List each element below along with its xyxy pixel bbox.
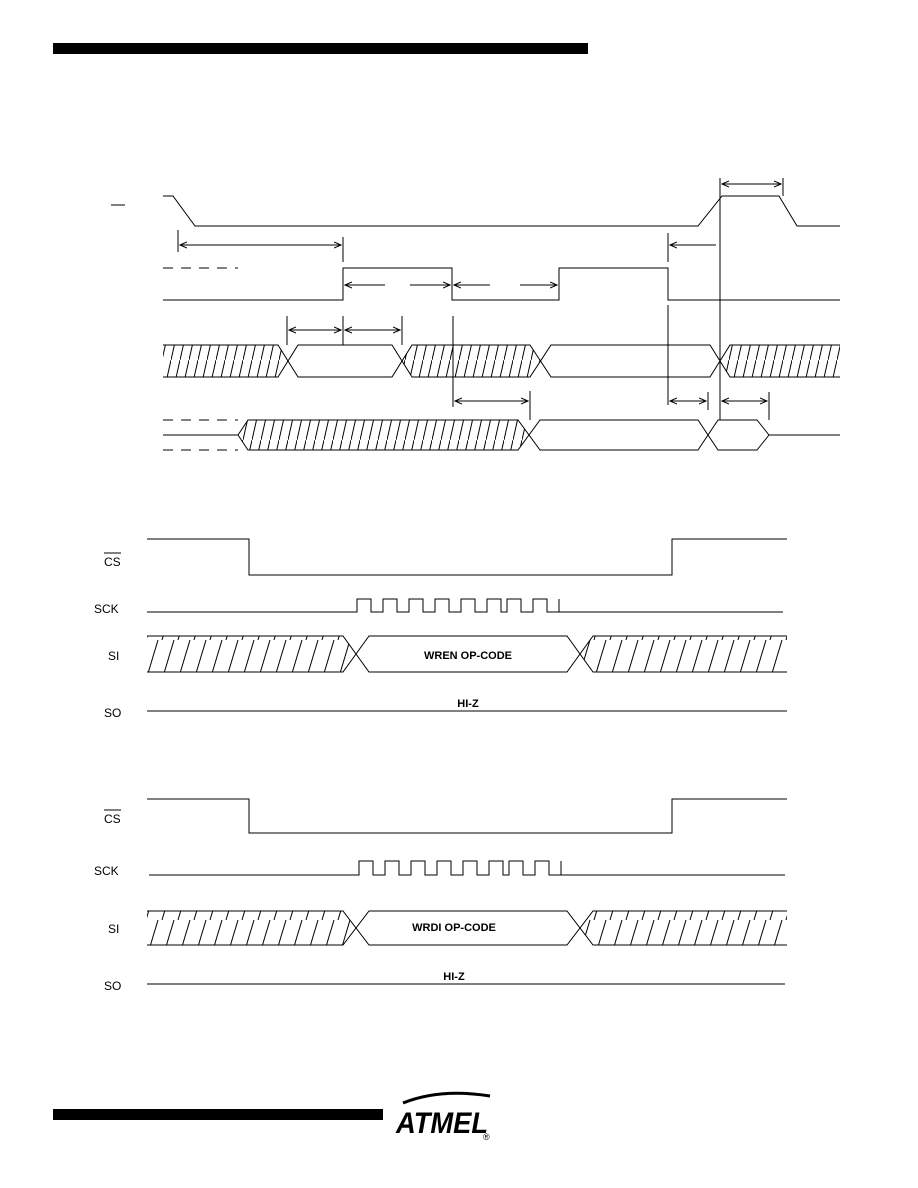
cs-waveform <box>147 798 787 834</box>
opcode-label: WREN OP-CODE <box>424 650 512 662</box>
cs-label: CS <box>104 555 121 569</box>
timing-diagram-generic <box>111 178 840 451</box>
atmel-logo: ATMEL ® <box>395 1091 491 1142</box>
si-label: SI <box>108 649 119 663</box>
so-label: SO <box>104 979 121 993</box>
sck-waveform <box>163 267 840 301</box>
cs-label: CS <box>104 812 121 826</box>
timing-diagram-wren: CS SCK SI SO WREN OP-CODE HI-Z <box>94 538 787 720</box>
sck-waveform <box>149 860 785 876</box>
sck-label: SCK <box>94 602 119 616</box>
sck-label: SCK <box>94 864 119 878</box>
si-bus <box>147 910 787 946</box>
cs-waveform <box>163 195 840 227</box>
logo-text: ATMEL <box>395 1107 488 1140</box>
footer-bar <box>53 1109 383 1120</box>
so-label: SO <box>104 706 121 720</box>
timing-diagram-wrdi: CS SCK SI SO WRDI OP-CODE HI-Z <box>94 798 787 993</box>
opcode-label: WRDI OP-CODE <box>412 922 496 934</box>
cs-waveform <box>147 538 787 576</box>
logo-registered-mark: ® <box>483 1132 490 1142</box>
header-bar <box>53 43 588 54</box>
hiz-label: HI-Z <box>443 971 465 983</box>
logo-swoosh <box>402 1091 491 1105</box>
hiz-label: HI-Z <box>457 698 479 710</box>
si-label: SI <box>108 922 119 936</box>
sck-waveform <box>147 598 783 613</box>
si-bus <box>147 635 787 673</box>
